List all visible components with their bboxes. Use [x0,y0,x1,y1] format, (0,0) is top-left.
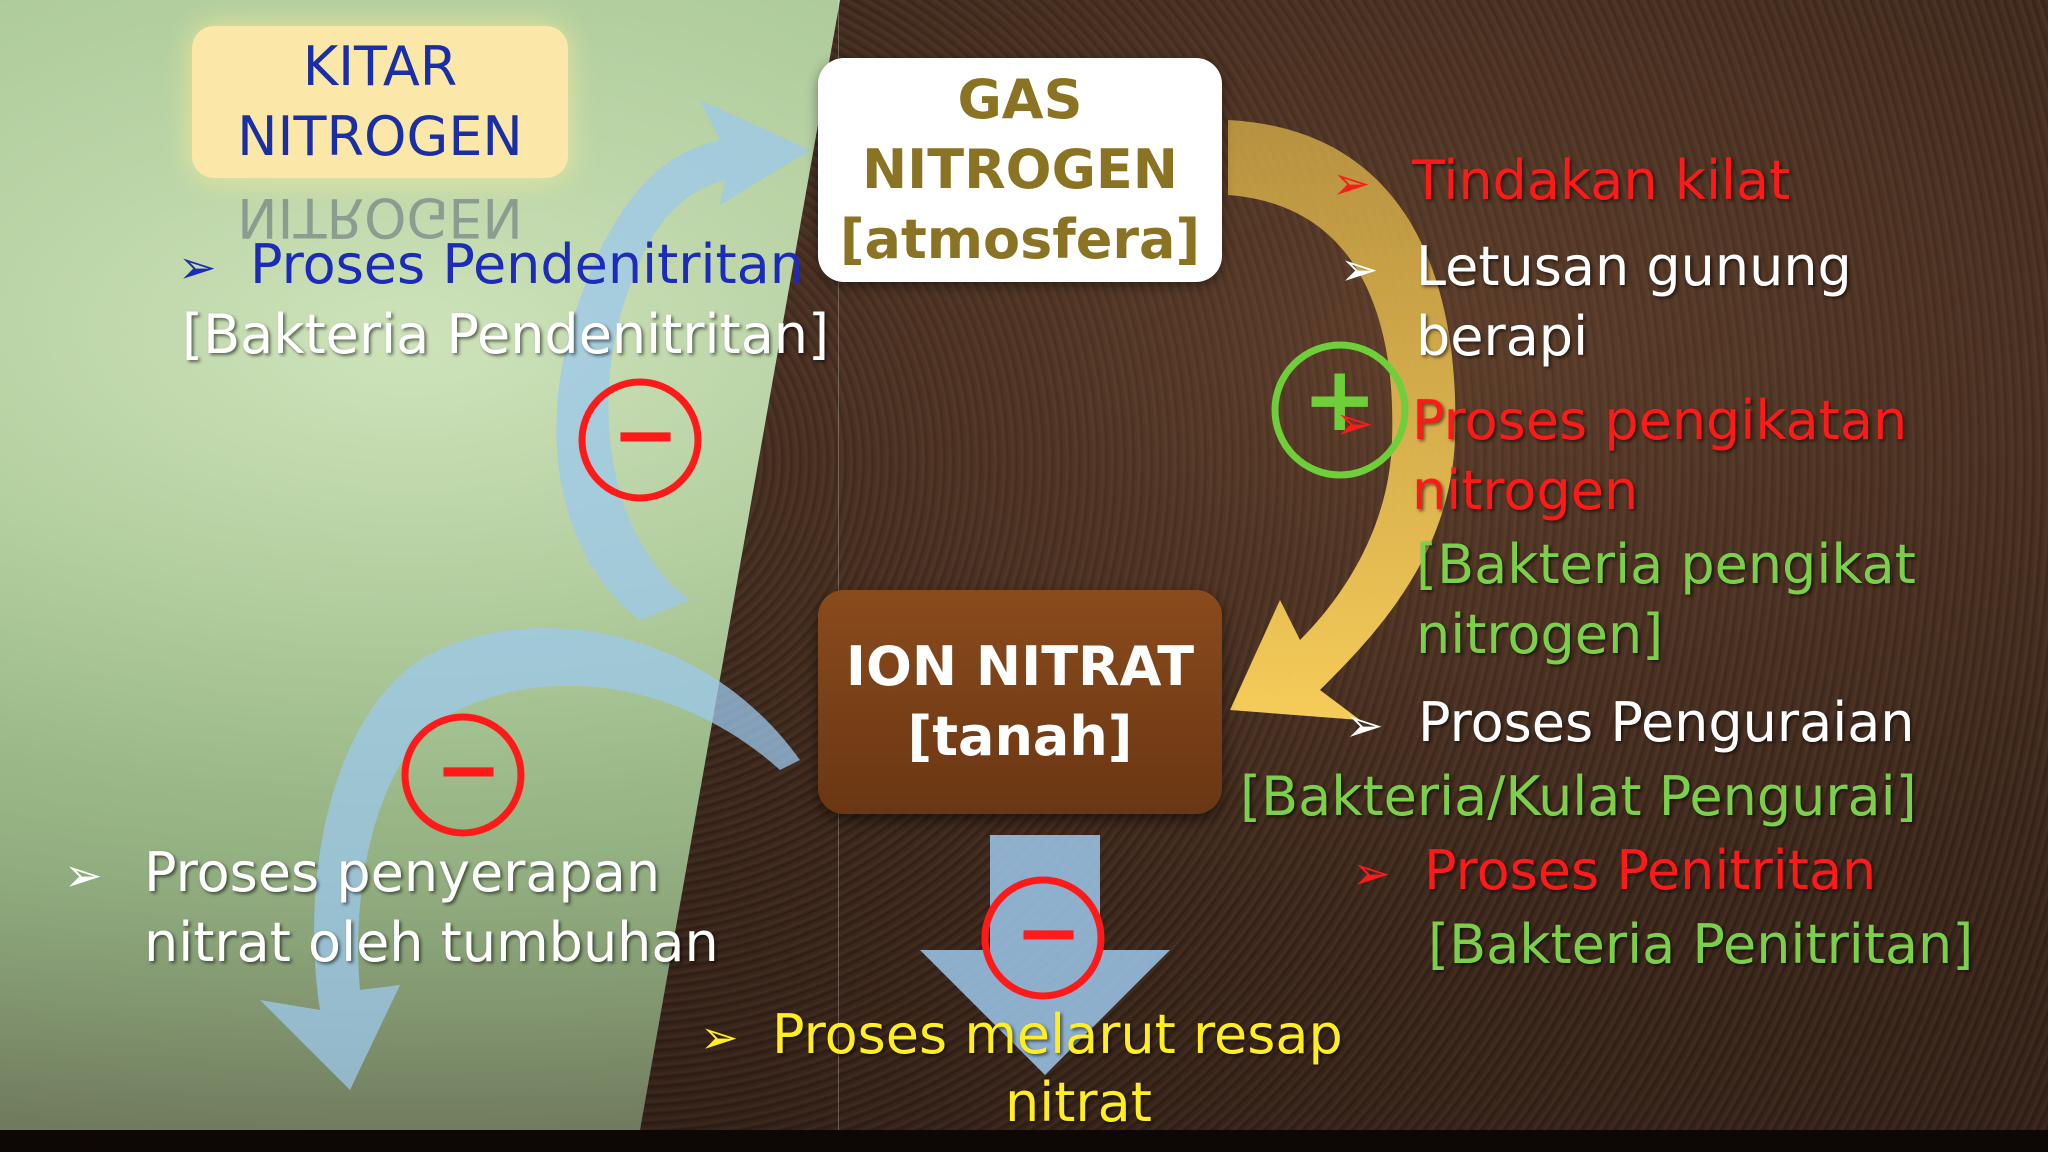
denitrification-bullet-icon: ➢ [178,240,217,294]
bottom-bar [0,1130,2048,1152]
leaching-label-line-2: nitrat [1005,1071,1152,1134]
decomposition-label: Proses Penguraian [1418,691,1915,754]
denitrification-label: Proses Pendenitritan [250,233,805,296]
gas-nitrogen-box: GAS NITROGEN [atmosfera] [818,58,1222,282]
absorption-arrow [260,628,800,1090]
absorption-minus-sign: − [435,723,503,816]
absorption-label-line-1: Proses penyerapan [144,841,661,904]
lightning-label: Tindakan kilat [1412,149,1791,212]
absorption-minus-circle [401,713,525,837]
fixation-agent-line-1: [Bakteria pengikat [1416,533,1916,596]
gas-box-line-2: NITROGEN [861,138,1178,201]
leaching-bullet-icon: ➢ [700,1010,739,1064]
decomposition-agent: [Bakteria/Kulat Pengurai] [1240,765,1917,828]
leaching-minus-sign: − [1015,886,1083,979]
divider-line [838,0,839,1130]
absorption-bullet-icon: ➢ [64,848,103,902]
leaching-arrow [920,835,1170,1075]
denitrification-agent: [Bakteria Pendenitritan] [182,303,830,366]
leaching-label-line-1: Proses melarut resap [772,1003,1343,1066]
lightning-bullet-icon: ➢ [1332,156,1371,210]
fixation-bullet-icon: ➢ [1335,396,1374,450]
ion-box-line-2: [tanah] [907,705,1133,768]
denitrification-minus-sign: − [612,388,680,481]
fixation-label-line-1: Proses pengikatan [1412,389,1908,452]
leaching-minus-circle [981,876,1105,1000]
gas-box-line-1: GAS [957,68,1083,131]
volcano-label-line-2: berapi [1416,305,1589,368]
nitrification-bullet-icon: ➢ [1352,846,1391,900]
fixation-arrow [1228,120,1456,720]
title-line-1: KITAR [302,35,458,98]
fixation-plus-sign: + [1302,347,1378,452]
denitrification-arrow [556,100,810,620]
volcano-label-line-1: Letusan gunung [1416,235,1852,298]
decomposition-bullet-icon: ➢ [1345,698,1384,752]
fixation-plus-circle [1271,341,1409,479]
title-line-2: NITROGEN [237,105,523,168]
fixation-label-line-2: nitrogen [1412,459,1639,522]
ion-box-line-1: ION NITRAT [845,635,1195,698]
nitrification-label: Proses Penitritan [1424,839,1877,902]
title-box: KITAR NITROGEN [192,26,568,178]
fixation-agent-line-2: nitrogen] [1416,603,1664,666]
ion-nitrat-box: ION NITRAT [tanah] [818,590,1222,814]
volcano-bullet-icon: ➢ [1340,242,1379,296]
denitrification-minus-circle [578,378,702,502]
absorption-label-line-2: nitrat oleh tumbuhan [144,911,719,974]
nitrification-agent: [Bakteria Penitritan] [1428,913,1974,976]
gas-box-line-3: [atmosfera] [839,208,1201,271]
